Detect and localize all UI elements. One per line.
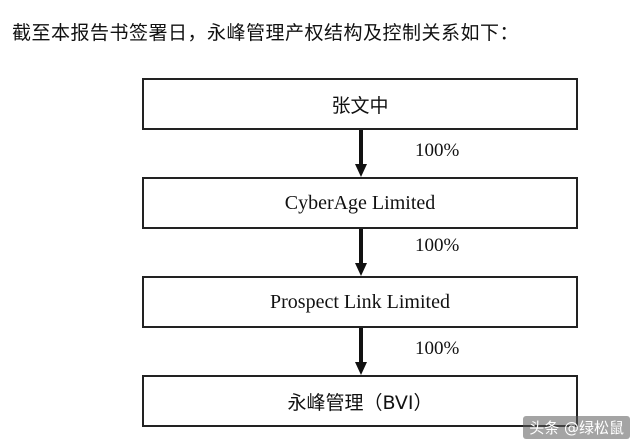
ownership-arrow-2: [355, 229, 367, 276]
ownership-percent-3: 100%: [415, 338, 460, 359]
watermark: 头条 @绿松鼠: [523, 416, 630, 439]
ownership-percent-1: 100%: [415, 140, 460, 161]
node-label: 永峰管理（BVI）: [287, 391, 433, 414]
node-prospect-link-limited: Prospect Link Limited: [142, 276, 578, 328]
node-label: CyberAge Limited: [284, 191, 436, 214]
node-label: Prospect Link Limited: [270, 290, 450, 313]
node-zhang-wenzhong: 张文中: [142, 78, 578, 130]
ownership-arrow-3: [355, 328, 367, 375]
ownership-arrow-1: [355, 130, 367, 177]
intro-text: 截至本报告书签署日，永峰管理产权结构及控制关系如下：: [12, 22, 520, 44]
node-label: 张文中: [331, 94, 389, 117]
node-cyberage-limited: CyberAge Limited: [142, 177, 578, 229]
node-yongfeng-bvi: 永峰管理（BVI）: [142, 375, 578, 427]
ownership-percent-2: 100%: [415, 235, 460, 256]
